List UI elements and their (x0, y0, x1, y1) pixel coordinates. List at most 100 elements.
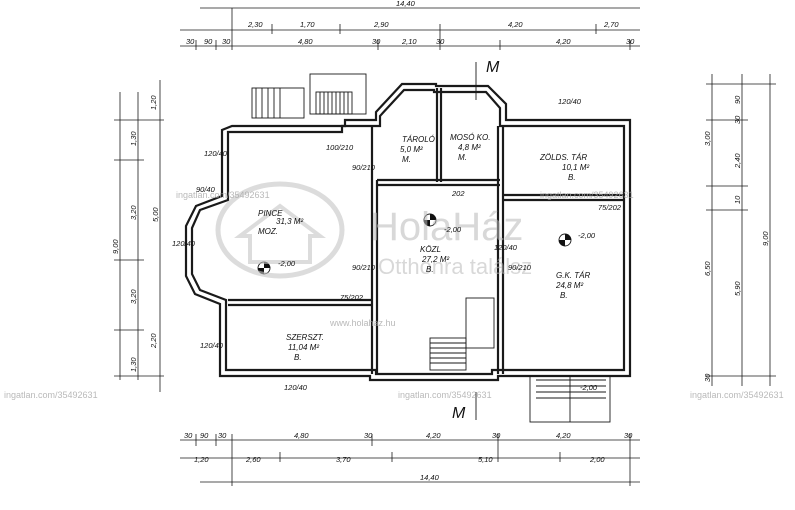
svg-text:90/40: 90/40 (196, 185, 216, 194)
svg-text:SZERSZT.: SZERSZT. (286, 333, 324, 342)
svg-text:2,70: 2,70 (603, 20, 619, 29)
svg-text:M.: M. (402, 155, 411, 164)
dim-lines-right (706, 74, 776, 386)
svg-text:30: 30 (626, 37, 635, 46)
watermark-brand: HolaHáz (370, 205, 523, 249)
room-label-szerszt: SZERSZT. 11,04 M² B. (286, 333, 324, 362)
svg-text:30: 30 (184, 431, 193, 440)
watermark-ingatlan-4: ingatlan.com/35492631 (176, 190, 270, 200)
dim-lines-left (114, 80, 164, 392)
inner-stairs (429, 297, 495, 371)
svg-text:B.: B. (560, 291, 568, 300)
section-mark-top: M (486, 59, 500, 76)
opening-labels: 120/40 120/40 120/40 120/40 90/210 90/21… (172, 97, 622, 392)
svg-text:30: 30 (624, 431, 633, 440)
svg-text:2,30: 2,30 (247, 20, 263, 29)
svg-text:1,30: 1,30 (129, 131, 138, 146)
svg-text:90: 90 (204, 37, 213, 46)
svg-text:2,90: 2,90 (373, 20, 389, 29)
room-label-kozl: KÖZL 27,2 M² B. (420, 245, 449, 274)
svg-text:6,50: 6,50 (703, 261, 712, 276)
room-label-gktar: G.K. TÁR 24,8 M² B. (555, 271, 590, 300)
svg-text:4,80: 4,80 (298, 37, 313, 46)
svg-text:1,70: 1,70 (300, 20, 315, 29)
svg-text:5,00: 5,00 (151, 207, 160, 222)
room-label-tarolo: TÁROLÓ 5,0 M² M. (400, 135, 435, 164)
svg-text:10: 10 (733, 195, 742, 204)
svg-text:G.K. TÁR: G.K. TÁR (556, 271, 590, 280)
dim-text-bottom: 30 90 30 4,80 30 4,20 30 4,20 30 1,20 2,… (184, 431, 633, 482)
svg-text:14,40: 14,40 (420, 473, 440, 482)
level-text-gktar: -2,00 (578, 231, 596, 240)
svg-text:1,30: 1,30 (129, 357, 138, 372)
svg-text:120/40: 120/40 (172, 239, 196, 248)
watermark-tagline: Otthonra találsz (378, 254, 532, 279)
svg-text:30: 30 (733, 115, 742, 124)
level-marker-gktar (558, 233, 572, 247)
svg-text:ZÖLDS. TÁR: ZÖLDS. TÁR (539, 153, 587, 162)
svg-text:2,10: 2,10 (401, 37, 417, 46)
dim-lines-bottom (180, 434, 640, 486)
svg-text:2,40: 2,40 (733, 153, 742, 169)
svg-text:PINCE: PINCE (258, 209, 283, 218)
svg-text:4,8 M²: 4,8 M² (458, 143, 481, 152)
svg-text:120/40: 120/40 (558, 97, 582, 106)
dim-text-right: 90 30 3,00 2,40 10 9,00 6,50 5,90 30 (703, 95, 770, 382)
svg-text:120/40: 120/40 (284, 383, 308, 392)
svg-text:5,0 M²: 5,0 M² (400, 145, 423, 154)
svg-text:M.: M. (458, 153, 467, 162)
svg-text:3,20: 3,20 (129, 205, 138, 220)
watermark-ingatlan-5: ingatlan.com/35492631 (540, 190, 634, 200)
svg-text:4,80: 4,80 (294, 431, 309, 440)
svg-text:31,3 M²: 31,3 M² (276, 217, 303, 226)
svg-text:11,04 M²: 11,04 M² (288, 343, 319, 352)
dim-text-left: 1,20 1,30 3,20 5,00 9,00 3,20 2,20 1,30 (111, 95, 160, 372)
inner-walls (228, 88, 624, 374)
svg-text:2,60: 2,60 (245, 455, 261, 464)
svg-text:30: 30 (222, 37, 231, 46)
svg-text:120/40: 120/40 (200, 341, 224, 350)
svg-text:90/210: 90/210 (508, 263, 532, 272)
svg-text:1,20: 1,20 (194, 455, 209, 464)
svg-text:3,70: 3,70 (336, 455, 351, 464)
svg-text:1,20: 1,20 (149, 95, 158, 110)
svg-text:30: 30 (186, 37, 195, 46)
svg-text:MOSÓ KO.: MOSÓ KO. (450, 133, 490, 142)
svg-text:KÖZL: KÖZL (420, 245, 441, 254)
svg-text:90: 90 (200, 431, 209, 440)
dim-text-top: 14,40 2,30 1,70 2,90 4,20 2,70 30 90 30 … (186, 0, 635, 46)
svg-text:3,00: 3,00 (703, 131, 712, 146)
level-text-stair: -2,00 (580, 383, 598, 392)
svg-text:5,10: 5,10 (478, 455, 493, 464)
svg-text:30: 30 (364, 431, 373, 440)
svg-text:202: 202 (451, 189, 465, 198)
svg-text:30: 30 (492, 431, 501, 440)
level-text-kozl: -2,00 (444, 225, 462, 234)
dim-lines-top (180, 7, 640, 50)
svg-text:90/210: 90/210 (352, 263, 376, 272)
section-mark-bottom: M (452, 405, 466, 422)
entry-stairs-bottom (529, 375, 611, 423)
svg-text:75/202: 75/202 (598, 203, 622, 212)
level-marker-kozl (423, 213, 437, 227)
svg-text:3,20: 3,20 (129, 289, 138, 304)
svg-text:4,20: 4,20 (426, 431, 441, 440)
svg-text:90/210: 90/210 (352, 163, 376, 172)
svg-text:10,1 M²: 10,1 M² (562, 163, 589, 172)
svg-text:B.: B. (568, 173, 576, 182)
room-label-pince: PINCE 31,3 M² MOZ. (258, 209, 303, 236)
svg-text:120/40: 120/40 (494, 243, 518, 252)
svg-text:75/202: 75/202 (340, 293, 364, 302)
svg-text:5,90: 5,90 (733, 281, 742, 296)
svg-text:30: 30 (372, 37, 381, 46)
svg-text:90: 90 (733, 95, 742, 104)
svg-text:24,8 M²: 24,8 M² (555, 281, 583, 290)
svg-text:9,00: 9,00 (111, 239, 120, 254)
entry-stairs-top (251, 73, 367, 119)
svg-text:2,20: 2,20 (149, 333, 158, 349)
svg-text:TÁROLÓ: TÁROLÓ (402, 135, 435, 144)
svg-text:B.: B. (426, 265, 434, 274)
watermark-ingatlan-2: ingatlan.com/35492631 (398, 390, 492, 400)
svg-text:4,20: 4,20 (508, 20, 523, 29)
